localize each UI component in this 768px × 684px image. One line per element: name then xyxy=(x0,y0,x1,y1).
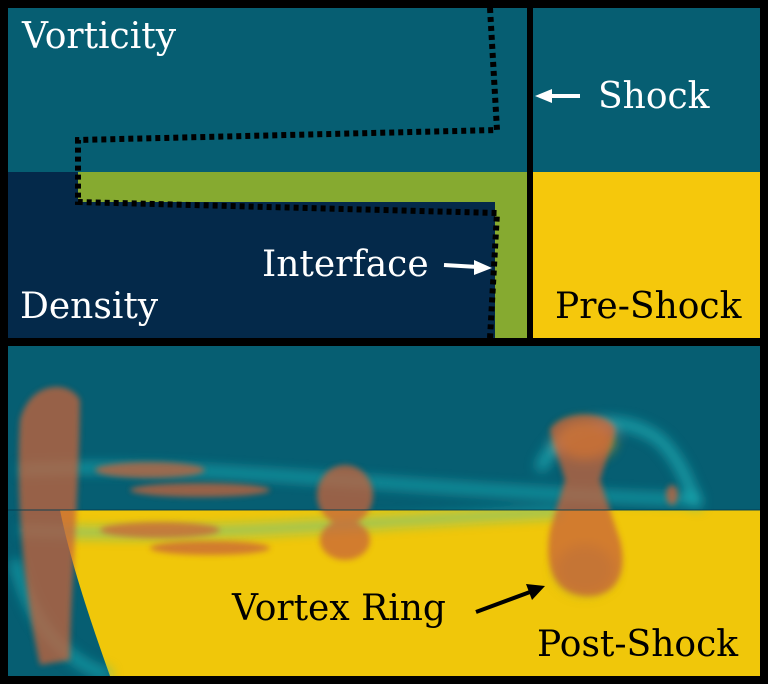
interface-arrow xyxy=(443,260,492,275)
vortex-ring-arrow xyxy=(475,584,545,614)
interface-band xyxy=(78,172,530,202)
interface-contour xyxy=(75,7,501,339)
vorticity-label: Vorticity xyxy=(21,16,177,57)
shock-arrow xyxy=(535,89,580,103)
density-label: Density xyxy=(20,286,159,327)
shock-label: Shock xyxy=(598,76,711,117)
interface-label: Interface xyxy=(262,244,429,285)
bottom-panel: Vortex Ring Post-Shock xyxy=(8,346,760,676)
interface-strip xyxy=(495,172,528,338)
pre-shock-label: Pre-Shock xyxy=(555,286,743,327)
post-shock-label: Post-Shock xyxy=(537,624,739,665)
pre-shock-region xyxy=(533,172,760,338)
vortex-ring-label: Vortex Ring xyxy=(231,588,446,629)
shock-line xyxy=(527,8,533,338)
top-panel: Vorticity Shock Interface Density Pre-Sh… xyxy=(8,7,760,339)
